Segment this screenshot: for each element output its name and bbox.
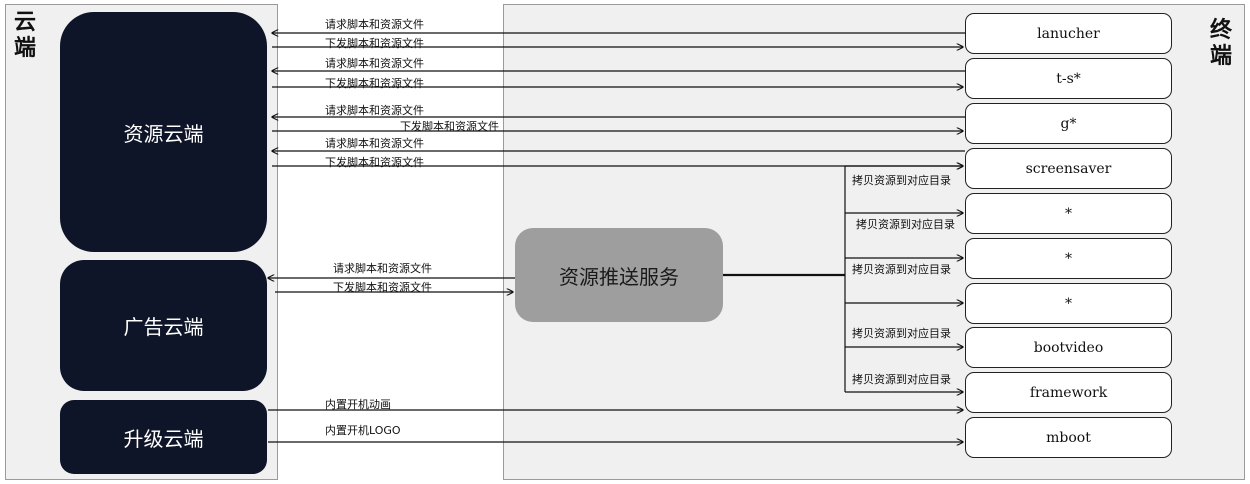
edge-label-request-4: 请求脚本和资源文件 (325, 136, 424, 150)
upgrade-cloud-node: 升级云端 (60, 400, 267, 474)
terminal-side-label: 终 端 (1209, 18, 1232, 69)
edge-label-request-3: 请求脚本和资源文件 (325, 103, 424, 117)
cloud-side-label: 云 端 (13, 10, 36, 61)
edge-label-deliver-1: 下发脚本和资源文件 (325, 36, 424, 50)
edge-label-request-1: 请求脚本和资源文件 (325, 17, 424, 31)
edge-label-copy-4: 拷贝资源到对应目录 (852, 326, 951, 340)
edge-label-deliver-2: 下发脚本和资源文件 (325, 76, 424, 90)
terminal-node-mboot: mboot (965, 417, 1172, 458)
edge-label-request-2: 请求脚本和资源文件 (325, 56, 424, 70)
edge-label-deliver-5: 下发脚本和资源文件 (333, 280, 432, 294)
terminal-node-star-1: * (965, 193, 1172, 234)
edge-label-boot-animation: 内置开机动画 (325, 397, 391, 411)
terminal-node-bootvideo: bootvideo (965, 327, 1172, 368)
terminal-node-g: g* (965, 103, 1172, 144)
resource-cloud-node: 资源云端 (60, 12, 267, 252)
terminal-node-lanucher: lanucher (965, 13, 1172, 54)
edge-label-copy-1: 拷贝资源到对应目录 (852, 173, 951, 187)
terminal-node-t-s: t-s* (965, 58, 1172, 99)
terminal-node-star-2: * (965, 238, 1172, 279)
edge-label-copy-3: 拷贝资源到对应目录 (852, 262, 951, 276)
terminal-node-framework: framework (965, 372, 1172, 413)
edge-label-boot-logo: 内置开机LOGO (325, 423, 401, 437)
terminal-node-screensaver: screensaver (965, 148, 1172, 189)
edge-label-copy-5: 拷贝资源到对应目录 (852, 372, 951, 386)
edge-label-deliver-4: 下发脚本和资源文件 (325, 155, 424, 169)
edge-label-copy-2: 拷贝资源到对应目录 (856, 217, 955, 231)
resource-push-service-node: 资源推送服务 (515, 228, 723, 322)
ad-cloud-node: 广告云端 (60, 260, 267, 391)
terminal-node-star-3: * (965, 283, 1172, 324)
edge-label-request-5: 请求脚本和资源文件 (333, 261, 432, 275)
edge-label-deliver-3: 下发脚本和资源文件 (400, 119, 499, 133)
